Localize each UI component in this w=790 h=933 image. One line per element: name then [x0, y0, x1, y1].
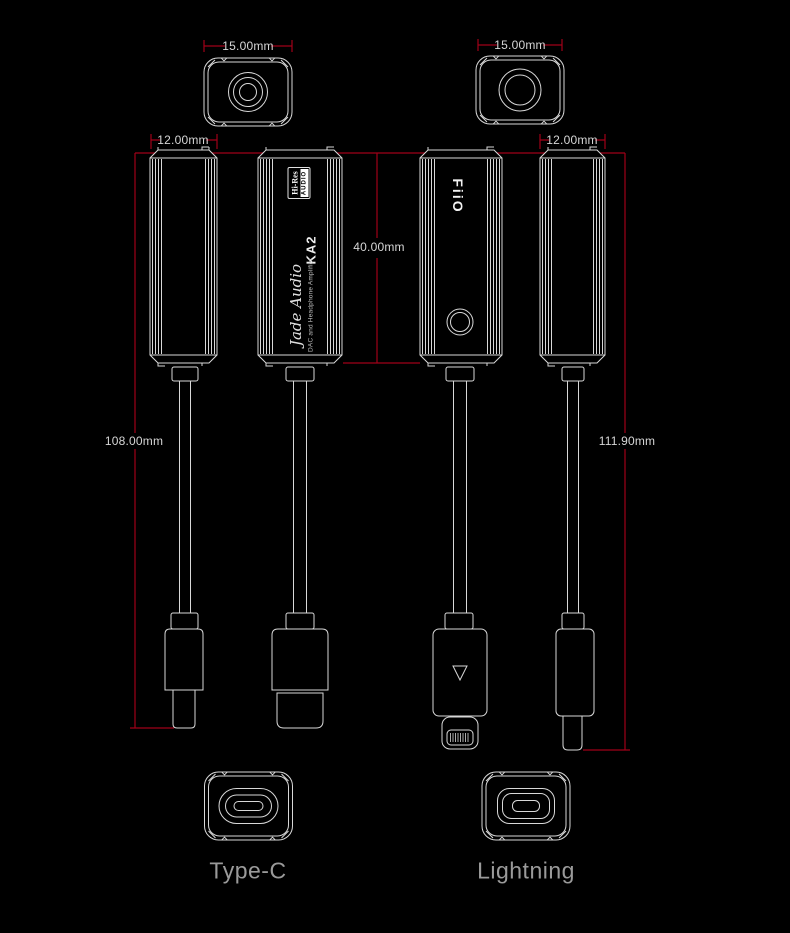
dim-body-length: 40.00mm [353, 240, 405, 254]
device-side-right [539, 146, 606, 613]
lightning-plug-front-icon [432, 612, 488, 750]
triangle-marker-icon [452, 665, 468, 682]
typec-label: Type-C [209, 857, 287, 884]
dim-total-length-typec: 108.00mm [104, 434, 164, 448]
hires-audio-badge: Hi-Res AUDIO [287, 167, 311, 199]
typec-port-endview-icon [204, 771, 293, 841]
lightning-label: Lightning [477, 857, 575, 884]
device-front-lightning [419, 146, 503, 613]
hires-badge-line2: AUDIO [300, 169, 309, 197]
dim-total-length-lightning: 111.90mm [598, 434, 656, 448]
dim-depth-right: 12.00mm [546, 133, 598, 147]
dim-jack-width-right: 15.00mm [494, 38, 546, 52]
lightning-plug-side-icon [555, 612, 595, 751]
dim-depth-left: 12.00mm [157, 133, 209, 147]
indicator-ring-icon [446, 308, 474, 336]
device-bodies [149, 146, 606, 613]
device-front-typec [257, 146, 343, 613]
usbc-plug-side-icon [164, 612, 204, 729]
hires-badge-line1: Hi-Res [290, 171, 300, 195]
lightning-port-endview-icon [481, 771, 571, 841]
usbc-plug-front-icon [271, 612, 329, 729]
jack-topview-left-icon [203, 57, 293, 127]
fiio-logo: FiiO [450, 178, 466, 214]
dim-jack-width-left: 15.00mm [222, 39, 274, 53]
dimension-lines [130, 39, 630, 751]
brand-script-label: Jade Audio [287, 263, 305, 347]
tagline-label: DAC and Headphone Amplifier [307, 258, 315, 352]
jack-topview-right-icon [475, 55, 565, 125]
device-side-left [149, 146, 218, 613]
plugs [164, 612, 595, 751]
